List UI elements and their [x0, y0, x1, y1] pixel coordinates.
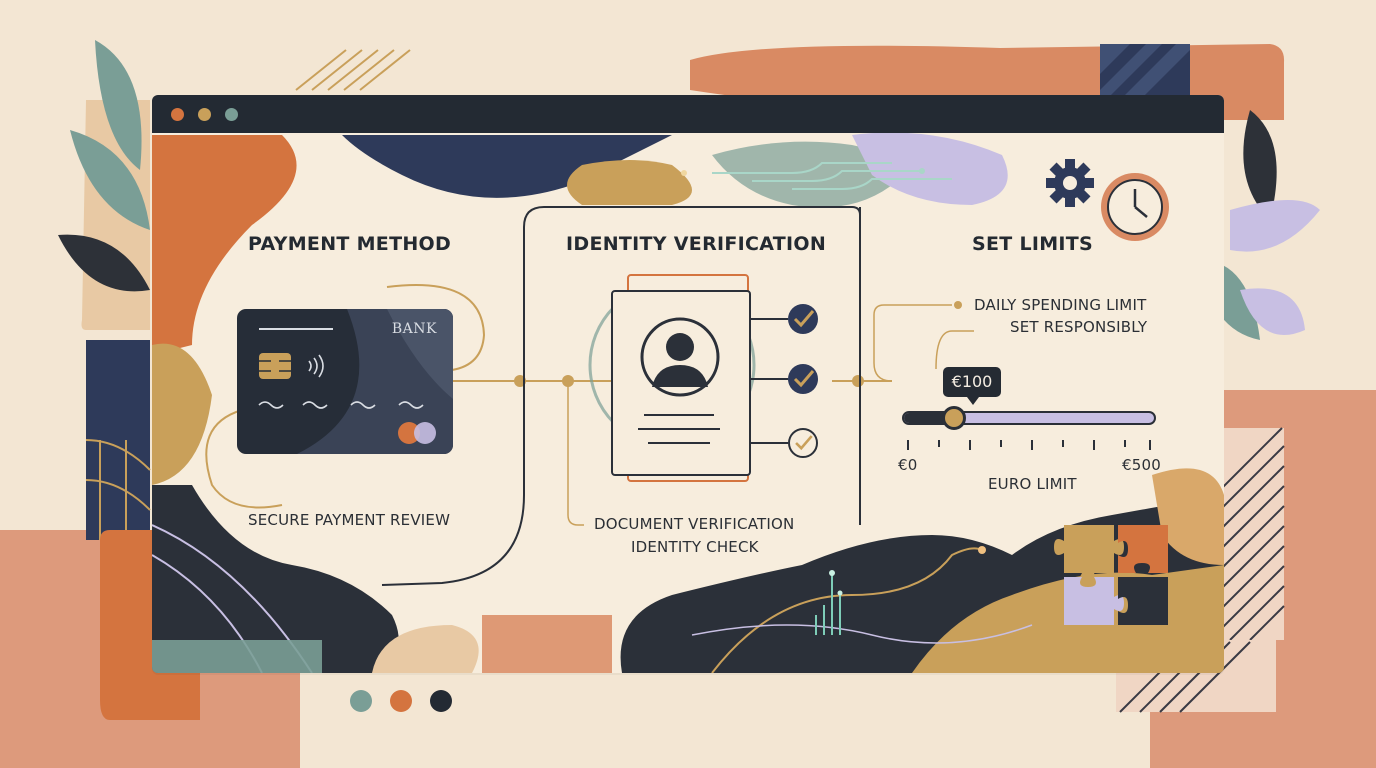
- euro-limit-caption: EURO LIMIT: [988, 475, 1077, 493]
- payment-method-heading: PAYMENT METHOD: [248, 233, 452, 255]
- slider-min-label: €0: [898, 456, 918, 474]
- card-network-icon: [398, 422, 436, 444]
- chip-icon: [259, 353, 291, 379]
- document-verification-caption: DOCUMENT VERIFICATION: [594, 515, 795, 533]
- bank-card[interactable]: BANK: [237, 309, 453, 454]
- set-limits-heading: SET LIMITS: [972, 233, 1094, 255]
- identity-check-caption: IDENTITY CHECK: [631, 538, 759, 556]
- check-item-3: [788, 428, 818, 458]
- puzzle-icon: [1054, 525, 1168, 625]
- window-maximize-button[interactable]: [225, 108, 238, 121]
- gear-icon: [1046, 159, 1094, 207]
- slider-value-badge: €100: [943, 367, 1001, 397]
- pager-dot-3[interactable]: [430, 690, 452, 712]
- pager-dot-2[interactable]: [390, 690, 412, 712]
- clock-icon: [1101, 173, 1169, 241]
- window-close-button[interactable]: [171, 108, 184, 121]
- checkmark-icon: [795, 435, 813, 451]
- contactless-icon: [308, 354, 324, 378]
- identity-verification-heading: IDENTITY VERIFICATION: [566, 233, 827, 255]
- spending-limit-slider[interactable]: [902, 406, 1156, 430]
- pager-dot-1[interactable]: [350, 690, 372, 712]
- onboarding-window: PAYMENT METHOD: [152, 95, 1224, 673]
- card-bank-label: BANK: [391, 321, 437, 337]
- card-art: [258, 309, 453, 454]
- person-icon: [652, 333, 708, 387]
- slider-fill: [904, 413, 954, 423]
- set-responsibly-note: SET RESPONSIBLY: [1010, 318, 1148, 336]
- checkmark-icon: [793, 370, 815, 388]
- slider-max-label: €500: [1122, 456, 1161, 474]
- secure-payment-caption: SECURE PAYMENT REVIEW: [248, 511, 451, 529]
- window-decor: [152, 132, 1224, 673]
- check-item-1: [788, 304, 818, 334]
- daily-limit-note: DAILY SPENDING LIMIT: [974, 296, 1147, 314]
- checkmark-icon: [793, 310, 815, 328]
- window-minimize-button[interactable]: [198, 108, 211, 121]
- slider-handle[interactable]: [942, 406, 966, 430]
- window-title-bar: [152, 95, 1224, 133]
- check-item-2: [788, 364, 818, 394]
